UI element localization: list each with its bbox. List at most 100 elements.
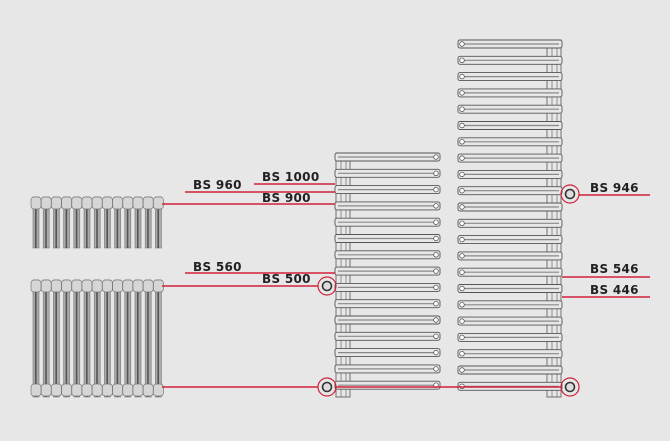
bottom-column-radiator-column-shade: [86, 280, 88, 397]
bottom-column-radiator-footer: [91, 383, 103, 397]
top-column-radiator-column-shade: [75, 197, 78, 248]
middle-towel-radiator-bar-end: [433, 317, 439, 323]
bottom-column-radiator-header: [153, 279, 164, 293]
bottom-column-radiator-footer: [40, 383, 52, 397]
right-towel-radiator-bar-end: [459, 187, 465, 194]
bottom-column-radiator-footer: [71, 383, 83, 397]
middle-towel-radiator-bar-end: [433, 186, 439, 193]
top-column-radiator-column-shade: [106, 197, 108, 248]
bottom-column-radiator-column-shade: [116, 280, 119, 397]
bottom-column-radiator-header: [91, 279, 103, 293]
bottom-column-radiator-footer: [81, 383, 93, 397]
top-column-radiator-column-shade: [137, 197, 139, 248]
bottom-column-radiator-footer: [30, 383, 42, 397]
bottom-column-radiator-footer: [132, 383, 144, 397]
right-towel-radiator-bar-end: [459, 318, 465, 324]
bottom-column-radiator-footer: [142, 383, 154, 397]
right-towel-radiator-bar-end: [459, 367, 465, 373]
top-column-radiator-header: [122, 196, 134, 210]
connection-circle-bs-500: [317, 276, 337, 296]
top-column-radiator-column-shade: [126, 197, 129, 248]
top-column-radiator-column-shade: [147, 197, 149, 248]
bottom-column-radiator-footer: [51, 383, 62, 397]
right-towel-radiator-bar-end: [459, 285, 465, 292]
top-column-radiator-header: [112, 196, 123, 210]
bottom-column-radiator-footer: [112, 383, 123, 397]
bottom-column-radiator-header: [112, 279, 123, 293]
middle-towel-radiator-bar-end: [433, 203, 439, 209]
right-towel-radiator-bar-end: [459, 204, 465, 210]
label-bs-500: BS 500: [262, 272, 311, 286]
right-towel-radiator-bar-end: [459, 155, 465, 161]
top-column-radiator-header: [71, 196, 83, 210]
bottom-column-radiator-column-shade: [157, 280, 159, 397]
bottom-column-radiator-header: [132, 279, 144, 293]
connection-circle-bs-946: [560, 184, 580, 204]
middle-towel-radiator-bar-end: [433, 219, 439, 225]
top-column-radiator-column-shade: [55, 197, 57, 248]
middle-towel-radiator-bar-end: [433, 333, 439, 339]
connection-circle-bs-500-valve-icon: [321, 280, 333, 292]
top-column-radiator-header: [40, 196, 52, 210]
label-bs-900: BS 900: [262, 191, 311, 205]
bottom-column-radiator-header: [30, 279, 42, 293]
top-column-radiator-column-shade: [45, 197, 47, 248]
bottom-column-radiator-column-shade: [137, 280, 139, 397]
label-bs-546: BS 546: [590, 262, 639, 276]
label-bs-446: BS 446: [590, 283, 639, 297]
connection-circle-bottom-right-valve-icon: [564, 381, 576, 393]
right-towel-radiator-bar-end: [459, 90, 465, 96]
middle-towel-radiator-bar-end: [433, 268, 439, 274]
top-column-radiator-column-shade: [65, 197, 68, 248]
bottom-column-radiator-column-shade: [126, 280, 129, 397]
bottom-column-radiator-header: [102, 279, 113, 293]
bottom-column-radiator-header: [61, 279, 72, 293]
middle-towel-radiator-bar-end: [433, 301, 439, 307]
top-column-radiator-header: [153, 196, 164, 210]
label-bs-560: BS 560: [193, 260, 242, 274]
top-column-radiator-header: [30, 196, 42, 210]
middle-towel-radiator-bar-end: [433, 170, 439, 176]
right-towel-radiator-bar-end: [459, 220, 465, 226]
bottom-column-radiator-column-shade: [65, 280, 68, 397]
top-column-radiator-header: [142, 196, 154, 210]
bottom-column-radiator-column-shade: [35, 280, 37, 397]
middle-towel-radiator-bar-end: [433, 154, 439, 160]
right-towel-radiator-bar-end: [459, 122, 465, 129]
connection-circle-bottom-right: [560, 377, 580, 397]
bottom-column-radiator-footer: [102, 383, 113, 397]
top-column-radiator-column-shade: [116, 197, 119, 248]
right-towel-radiator-bar-end: [459, 334, 465, 341]
bottom-column-radiator-header: [142, 279, 154, 293]
bottom-column-radiator-column-shade: [96, 280, 98, 397]
top-column-radiator-column-shade: [96, 197, 98, 248]
bottom-column-radiator-header: [81, 279, 93, 293]
right-towel-radiator-bar-end: [459, 269, 465, 275]
bottom-column-radiator-column-shade: [106, 280, 108, 397]
top-column-radiator-header: [51, 196, 62, 210]
middle-towel-radiator-bar-end: [433, 284, 439, 291]
right-towel-radiator-bar-end: [459, 253, 465, 259]
bottom-column-radiator-header: [71, 279, 83, 293]
bottom-column-radiator-column-shade: [45, 280, 47, 397]
bottom-column-radiator-header: [122, 279, 134, 293]
bottom-column-radiator-footer: [122, 383, 134, 397]
right-towel-radiator-bar-end: [459, 171, 465, 178]
top-column-radiator-column-shade: [157, 197, 159, 248]
label-bs-946: BS 946: [590, 181, 639, 195]
right-towel-radiator-bar-end: [459, 57, 465, 63]
right-towel-radiator-bar-end: [459, 351, 465, 357]
label-bs-1000: BS 1000: [262, 170, 320, 184]
connection-circle-bottom-middle: [317, 377, 337, 397]
bottom-column-radiator-column-shade: [147, 280, 149, 397]
top-column-radiator-header: [102, 196, 113, 210]
connection-circle-bs-946-valve-icon: [564, 188, 576, 200]
top-column-radiator-header: [91, 196, 103, 210]
bottom-column-radiator-footer: [153, 383, 164, 397]
middle-towel-radiator-bar-end: [433, 252, 439, 258]
right-towel-radiator-bar-end: [459, 106, 465, 112]
bottom-column-radiator-column-shade: [55, 280, 57, 397]
bottom-column-radiator-footer: [61, 383, 72, 397]
bottom-column-radiator-header: [40, 279, 52, 293]
